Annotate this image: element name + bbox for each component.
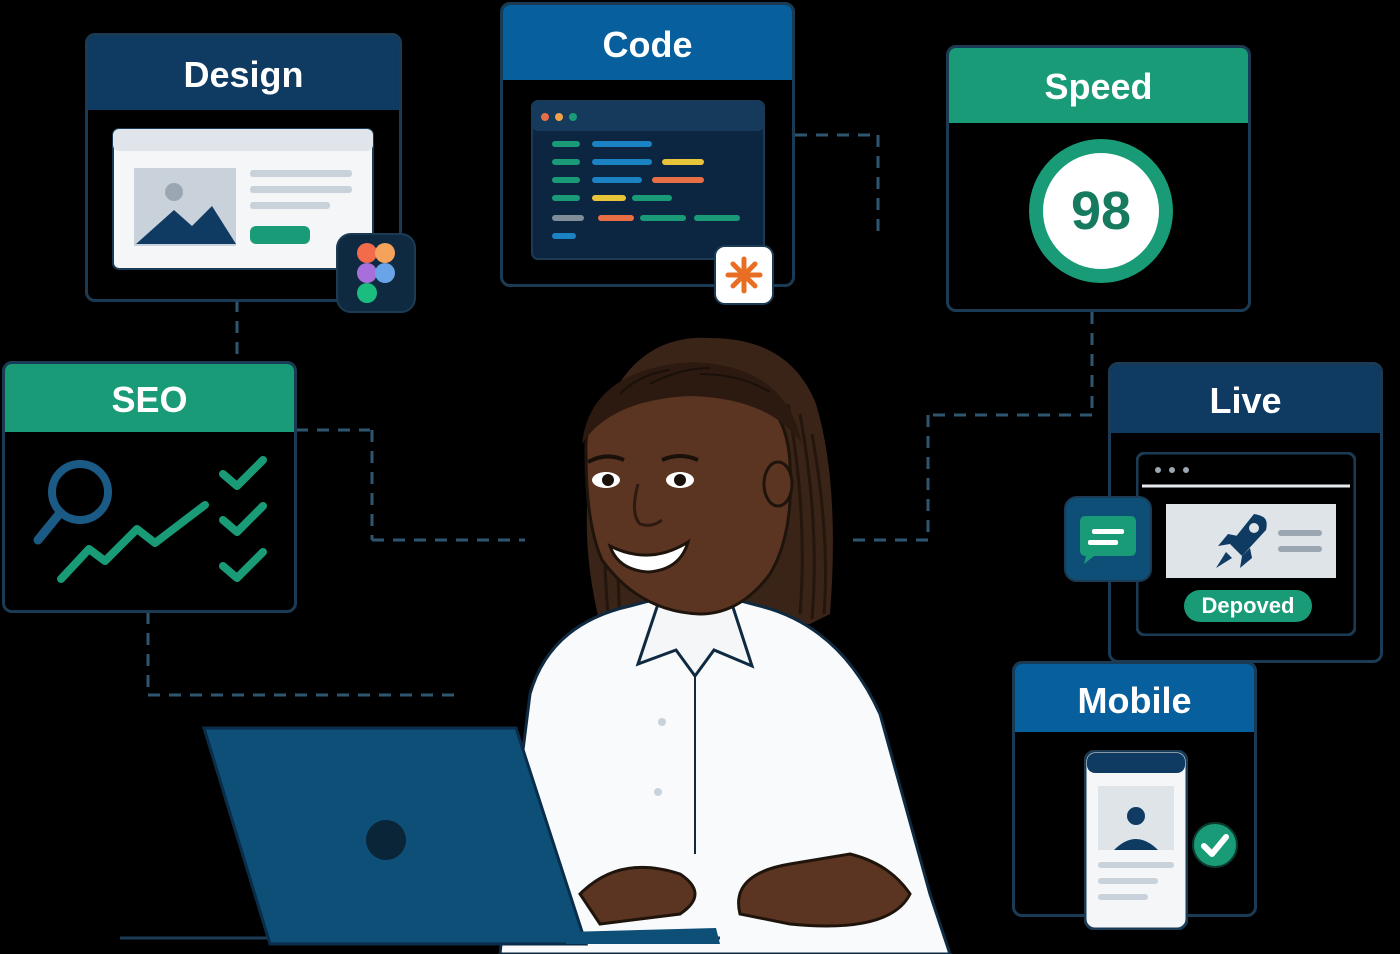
deploy-status-badge: Depoved xyxy=(1184,590,1312,622)
browser-mockup-icon xyxy=(112,128,374,270)
code-card-header: Code xyxy=(503,5,792,80)
code-editor-icon xyxy=(531,100,765,260)
mobile-card-title: Mobile xyxy=(1077,680,1192,721)
seo-card-title: SEO xyxy=(111,379,188,420)
checkmark-icon xyxy=(219,456,267,582)
chat-bubble-icon[interactable] xyxy=(1064,496,1152,582)
figma-icon[interactable] xyxy=(336,233,416,313)
design-card-header: Design xyxy=(88,36,399,110)
speed-score: 98 xyxy=(1043,153,1159,269)
magnifier-icon xyxy=(33,460,112,545)
live-card-title: Live xyxy=(1209,380,1282,421)
check-circle-icon xyxy=(1192,822,1238,868)
seo-card-header: SEO xyxy=(5,364,294,432)
speed-card-title: Speed xyxy=(1044,66,1153,107)
code-card-title: Code xyxy=(602,24,693,65)
phone-icon xyxy=(1084,750,1188,930)
speed-card-header: Speed xyxy=(949,48,1248,123)
rocket-icon xyxy=(1216,514,1267,568)
speed-score-ring: 98 xyxy=(1029,139,1173,283)
asterisk-logo-icon[interactable] xyxy=(714,245,774,305)
laptop-icon xyxy=(120,726,720,946)
design-card-title: Design xyxy=(183,54,304,95)
live-card-header: Live xyxy=(1111,365,1380,433)
user-avatar-icon xyxy=(1114,807,1158,850)
trend-line-icon xyxy=(57,501,209,583)
mobile-card-header: Mobile xyxy=(1015,664,1254,732)
person-illustration xyxy=(498,337,952,954)
